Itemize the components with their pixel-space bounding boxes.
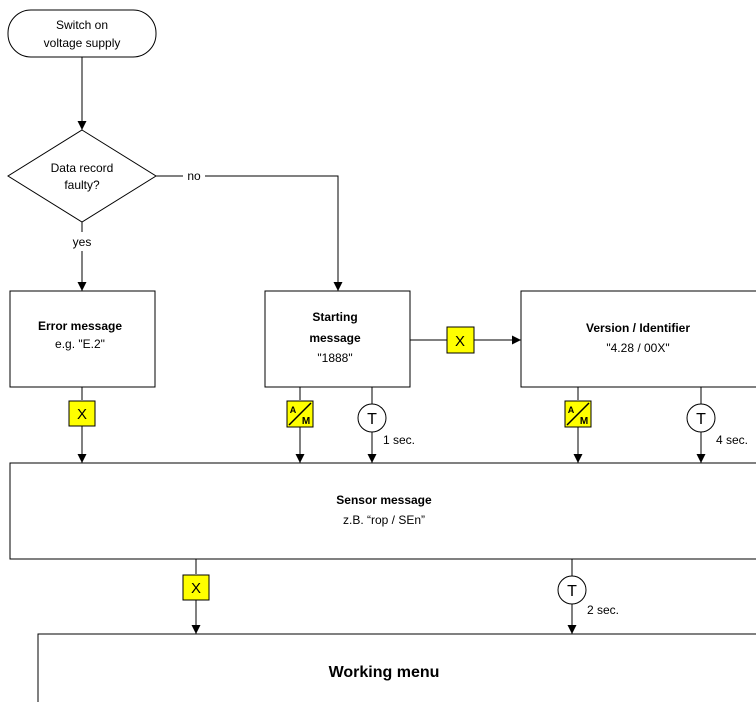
working-title: Working menu xyxy=(329,664,440,681)
timer-3-label: 2 sec. xyxy=(587,603,619,617)
sensor-message-box xyxy=(9,462,756,560)
timer-1-label: 1 sec. xyxy=(383,433,415,447)
working-menu-box xyxy=(37,633,756,702)
x-key-label: X xyxy=(455,333,465,350)
starting-title-line1: Starting xyxy=(312,310,357,324)
timer-2-label: 4 sec. xyxy=(716,433,748,447)
timer-symbol: T xyxy=(367,411,377,428)
x-key-icon xyxy=(68,400,96,427)
start-line1: Switch on xyxy=(56,18,108,32)
am-key-a: A xyxy=(290,405,297,415)
starting-detail: "1888" xyxy=(317,351,352,365)
error-detail: e.g. "E.2" xyxy=(55,337,105,351)
am-key-a: A xyxy=(568,405,575,415)
no-label: no xyxy=(187,169,201,183)
x-key-label: X xyxy=(77,406,87,423)
version-detail: "4.28 / 00X" xyxy=(606,341,669,355)
sensor-detail: z.B. “rop / SEn” xyxy=(343,513,425,527)
am-key-icon: A M xyxy=(286,400,314,428)
decision-line1: Data record xyxy=(51,161,114,175)
sensor-title: Sensor message xyxy=(336,493,432,507)
start-line2: voltage supply xyxy=(44,36,121,50)
decision-line2: faulty? xyxy=(64,178,100,192)
version-identifier-box xyxy=(520,290,756,388)
am-key-m: M xyxy=(302,416,310,427)
am-key-icon: A M xyxy=(564,400,592,428)
starting-title-line2: message xyxy=(309,331,361,345)
timer-symbol: T xyxy=(696,411,706,428)
error-title: Error message xyxy=(38,319,122,333)
arrow-no-to-starting xyxy=(205,175,343,291)
yes-label: yes xyxy=(73,235,92,249)
starting-message-box xyxy=(264,290,411,388)
version-title: Version / Identifier xyxy=(586,321,690,335)
am-key-m: M xyxy=(580,416,588,427)
x-key-label: X xyxy=(191,580,201,597)
timer-symbol: T xyxy=(567,583,577,600)
decision-diamond xyxy=(7,129,157,223)
